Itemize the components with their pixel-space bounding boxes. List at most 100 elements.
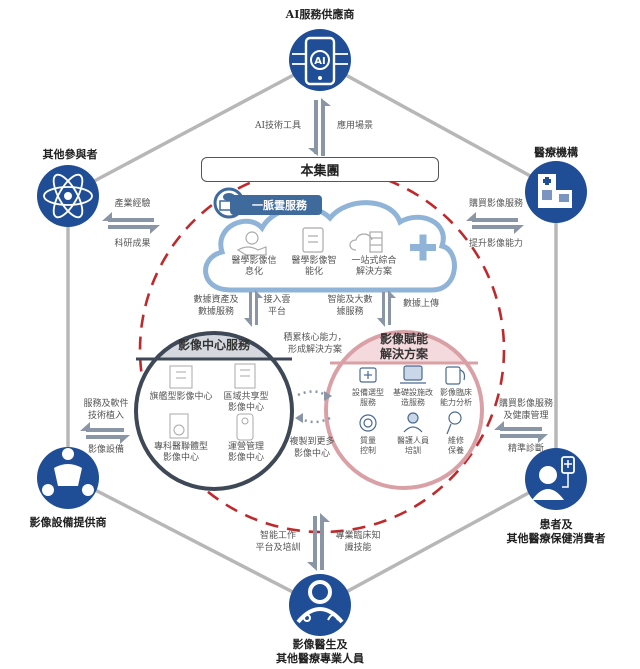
node-title-doctors: 影像醫生及 其他醫療專業人員 <box>260 638 380 666</box>
hex-edge <box>321 60 557 192</box>
label-smart-big-data: 智能及大數 據服務 <box>320 294 380 318</box>
label-replicate-line2: 影像中心 <box>293 449 330 459</box>
flow-arrows <box>80 98 548 571</box>
hand-gear-icon <box>236 231 267 256</box>
atom-icon <box>37 165 99 227</box>
imaging-center-item: 專科醫聯體型 影像中心 <box>145 442 217 464</box>
team-icon <box>37 447 99 509</box>
cloud-item-line2: 能化 <box>304 267 323 277</box>
arrow-down-top <box>314 100 318 154</box>
label-clinical-knowledge-line2: 識技能 <box>344 543 372 553</box>
label-smart-big-data-line2: 據服務 <box>336 307 364 317</box>
node-title-patients-line1: 患者及 <box>539 518 573 531</box>
label-service-software: 服務及軟件 技術植入 <box>78 398 134 422</box>
imaging-center-item: 運營管理 影像中心 <box>210 442 282 464</box>
arrow-up-right <box>388 293 391 325</box>
label-smart-platform-line1: 智能工作 <box>259 531 296 541</box>
solution-item-line1: 維修 <box>448 436 464 445</box>
cloud-item-line2: 解決方案 <box>355 267 392 277</box>
hospital-icon <box>525 161 587 223</box>
label-industry-experience: 產業經驗 <box>114 199 151 209</box>
imaging-center-item-line1: 專科醫聯體型 <box>153 442 208 452</box>
solution-item: 設備選型 服務 <box>344 388 392 408</box>
nurse-icon <box>403 412 423 433</box>
hexagon-frame <box>66 60 558 606</box>
wrench-icon <box>446 411 462 435</box>
solution-item: 質量 控制 <box>344 436 392 456</box>
label-data-assets-line1: 數據資產及 <box>193 295 239 305</box>
hex-edge <box>67 60 319 197</box>
specialty-icon <box>169 413 189 439</box>
label-replicate: 複製到更多 影像中心 <box>284 436 340 460</box>
arrow-left-top <box>108 218 154 222</box>
cloud-item: 醫學影像信 息化 <box>220 256 288 278</box>
cloud-service-badge: 一脈雲服務 <box>230 195 322 215</box>
imaging-center-item: 區域共享型 影像中心 <box>210 392 282 414</box>
label-data-assets-line2: 數據服務 <box>197 307 234 317</box>
label-application-scenarios: 應用場景 <box>336 121 373 131</box>
arrow-down-left <box>249 292 252 324</box>
arrow-down-right <box>382 292 385 324</box>
imaging-center-item-line1: 區域共享型 <box>223 392 269 402</box>
solution-item-line2: 造服務 <box>401 398 425 407</box>
cloud-item-line1: 一站式綜合 <box>351 256 397 266</box>
imaging-center-title: 影像中心服務 <box>177 338 250 352</box>
solution-item-line2: 保養 <box>448 446 464 455</box>
node-title-ai-provider: AI服務供應商 <box>285 8 355 21</box>
arrow-up-left <box>255 293 258 325</box>
cloud-item-line2: 息化 <box>244 267 263 277</box>
solution-item-line2: 控制 <box>360 446 376 455</box>
imaging-center-item: 旗艦型影像中心 <box>145 392 217 403</box>
solution-item: 醫護人員 培訓 <box>389 436 437 456</box>
solution-item-line2: 服務 <box>360 398 376 407</box>
node-title-medical-institutions: 醫療機構 <box>534 146 578 159</box>
group-title-box: 本集團 <box>201 157 439 182</box>
label-purchase-health-line1: 購買影像服務 <box>498 399 553 409</box>
solution-item-line2: 能力分析 <box>440 398 472 407</box>
node-title-other-participants: 其他參與者 <box>42 148 98 161</box>
node-title-patients-line2: 其他醫療保健消費者 <box>506 532 606 545</box>
imaging-center-item-line2: 影像中心 <box>227 403 264 413</box>
tag-icon <box>236 413 254 441</box>
label-cloud-access-line1: 接入雲 <box>263 295 291 305</box>
node-title-doctors-line1: 影像醫生及 <box>292 638 348 651</box>
label-purchase-health: 購買影像服務 及健康管理 <box>494 398 558 422</box>
solution-item-line1: 設備選型 <box>352 388 384 397</box>
label-smart-platform: 智能工作 平台及培訓 <box>250 530 306 554</box>
label-ai-tools: AI技術工具 <box>254 121 302 131</box>
label-smart-big-data-line1: 智能及大數 <box>327 295 373 305</box>
dotted-arrow-right <box>297 390 329 398</box>
solutions-title-line2: 解決方案 <box>379 347 428 361</box>
label-core-capabilities-line1: 積累核心能力， <box>283 333 347 343</box>
doctor-icon <box>289 574 351 636</box>
label-core-capabilities: 積累核心能力， 形成解決方案 <box>280 332 350 356</box>
imaging-center-item-line1: 旗艦型影像中心 <box>149 392 213 402</box>
office-icon <box>234 363 256 389</box>
node-title-equipment-provider: 影像設備提供商 <box>29 516 107 529</box>
arrow-up-bottom <box>320 518 324 570</box>
equipment-icon <box>359 367 377 383</box>
cloud-item-line1: 醫學影像信 <box>231 256 277 266</box>
clipboard-icon <box>302 227 324 253</box>
gear-check-icon <box>359 414 377 432</box>
imaging-center-item-line2: 影像中心 <box>162 453 199 463</box>
monitor-icon <box>400 365 426 384</box>
solution-item: 影像臨床 能力分析 <box>432 388 480 408</box>
svg-text:AI: AI <box>314 56 325 67</box>
label-core-capabilities-line2: 形成解決方案 <box>287 345 342 355</box>
label-smart-platform-line2: 平台及培訓 <box>255 543 301 553</box>
label-service-software-line2: 技術植入 <box>87 411 124 421</box>
label-improve-imaging: 提升影像能力 <box>468 239 523 249</box>
arrow-right-bottom <box>500 427 542 431</box>
label-cloud-access-line2: 平台 <box>267 307 286 317</box>
label-research-results: 科研成果 <box>114 239 151 249</box>
solution-item-line1: 醫護人員 <box>397 436 429 445</box>
stethoscope-icon <box>445 366 466 385</box>
group-boundary-dashed-circle <box>138 166 506 534</box>
solution-item-line1: 影像臨床 <box>440 388 472 397</box>
label-replicate-line1: 複製到更多 <box>289 437 335 447</box>
label-purchase-health-line2: 及健康管理 <box>503 411 549 421</box>
label-purchase-imaging: 購買影像服務 <box>468 199 523 209</box>
label-clinical-knowledge: 專業臨床知 識技能 <box>330 530 386 554</box>
